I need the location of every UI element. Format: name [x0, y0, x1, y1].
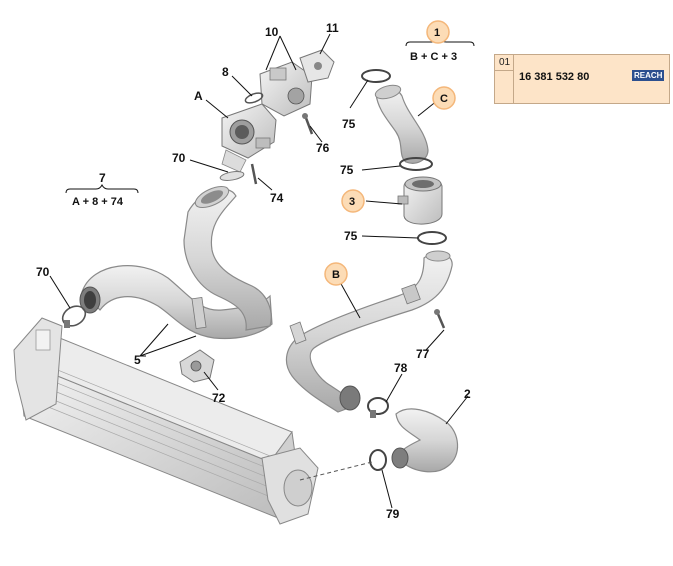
callout-75-middle: 75 [340, 163, 354, 177]
reach-badge: REACH [632, 70, 665, 81]
bracket-72 [179, 349, 215, 383]
callout-72: 72 [212, 391, 226, 405]
callout-75-top: 75 [342, 117, 356, 131]
hose-5 [79, 265, 273, 340]
bolt-77 [434, 309, 446, 329]
assembly-dashed-line [299, 461, 373, 481]
clamp-79 [369, 449, 387, 471]
bolt-74 [250, 163, 258, 185]
callout-75-lower: 75 [344, 229, 358, 243]
callout-77: 77 [416, 347, 430, 361]
callout-76: 76 [316, 141, 330, 155]
badge-b: B [324, 262, 348, 286]
pipe-b [285, 250, 453, 413]
callout-70-lower: 70 [36, 265, 50, 279]
badge-1-label: 1 [434, 27, 440, 39]
badge-3-label: 3 [349, 196, 355, 208]
bolt-76 [302, 113, 314, 135]
callout-79: 79 [386, 507, 400, 521]
callout-11: 11 [326, 21, 339, 35]
hose-2 [391, 408, 459, 473]
clamp-75-middle [399, 157, 433, 171]
callout-5: 5 [134, 353, 141, 367]
clamp-75-top [361, 69, 391, 83]
valve-assembly-10 [259, 49, 335, 117]
part-3-housing [397, 176, 443, 225]
reference-divider [513, 55, 514, 103]
gasket-8 [244, 92, 264, 104]
formula-1: B + C + 3 [410, 51, 457, 63]
badge-1: 1 [426, 20, 450, 44]
callout-70-upper: 70 [172, 151, 186, 165]
callout-2: 2 [464, 387, 471, 401]
callout-78: 78 [394, 361, 408, 375]
reference-divider-horizontal [495, 70, 513, 71]
callout-10: 10 [265, 25, 279, 39]
leader-lines [49, 33, 469, 509]
intercooler [13, 317, 319, 525]
hose-upper [183, 185, 272, 331]
callout-a: A [194, 89, 203, 103]
callout-8: 8 [222, 65, 229, 79]
clamp-70-left [61, 305, 87, 328]
badge-c-label: C [440, 93, 448, 105]
hose-c [374, 84, 429, 164]
badge-c: C [432, 86, 456, 110]
reference-index: 01 [499, 57, 511, 68]
callout-74: 74 [270, 191, 284, 205]
clamp-78 [367, 397, 389, 418]
badge-b-label: B [332, 269, 340, 281]
badge-3: 3 [341, 189, 365, 213]
reference-box: 01 16 381 532 80 REACH [494, 54, 670, 104]
callout-7: 7 [99, 171, 106, 185]
part-number: 16 381 532 80 [519, 71, 590, 83]
clamp-75-lower [417, 231, 447, 245]
seal-70-upper [219, 171, 245, 181]
formula-7: A + 8 + 74 [72, 196, 124, 208]
brace-7 [65, 183, 139, 194]
throttle-body-a [221, 103, 277, 173]
